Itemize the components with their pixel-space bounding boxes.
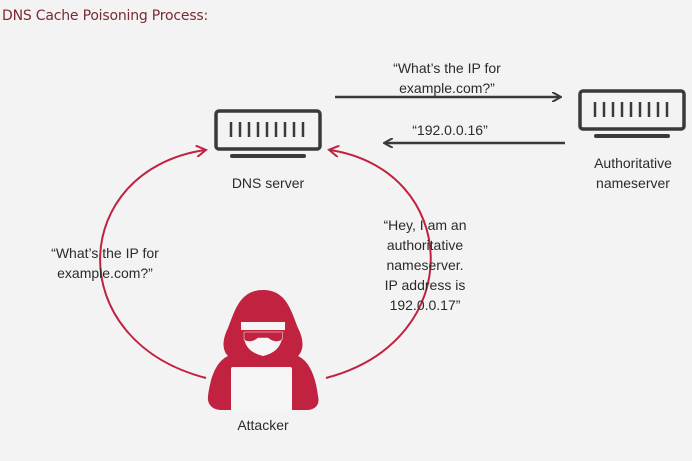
authoritative-nameserver-icon (578, 89, 686, 138)
auth-label-line: Authoritative (594, 155, 672, 171)
auth-label-line: nameserver (596, 175, 670, 191)
client-query-arc (99, 150, 206, 379)
query-to-auth-text: “What’s the IP for example.com?” (367, 58, 527, 98)
authoritative-nameserver-label: Authoritative nameserver (563, 153, 692, 193)
spoofed-response-text: “Hey, I am an authoritative nameserver. … (355, 215, 495, 315)
message-line: “Hey, I am an (383, 217, 467, 233)
attacker-icon (207, 290, 319, 411)
message-line: example.com?” (57, 265, 153, 281)
message-line: “What’s the IP for (393, 60, 501, 76)
page-title: DNS Cache Poisoning Process: (2, 8, 209, 24)
attacker-label: Attacker (237, 417, 289, 433)
client-query-text: “What’s the IP for example.com?” (25, 243, 185, 283)
message-line: nameserver. (386, 257, 464, 273)
message-line: 192.0.0.17” (389, 297, 461, 313)
message-line: example.com?” (399, 80, 495, 96)
auth-response-text: “192.0.0.16” (412, 122, 488, 138)
spoof-response-arc (325, 150, 432, 379)
dns-server-icon (214, 109, 322, 158)
message-line: authoritative (386, 237, 464, 253)
dns-server-label: DNS server (231, 175, 305, 191)
message-line: IP address is (384, 277, 466, 293)
message-line: “What’s the IP for (51, 245, 159, 261)
